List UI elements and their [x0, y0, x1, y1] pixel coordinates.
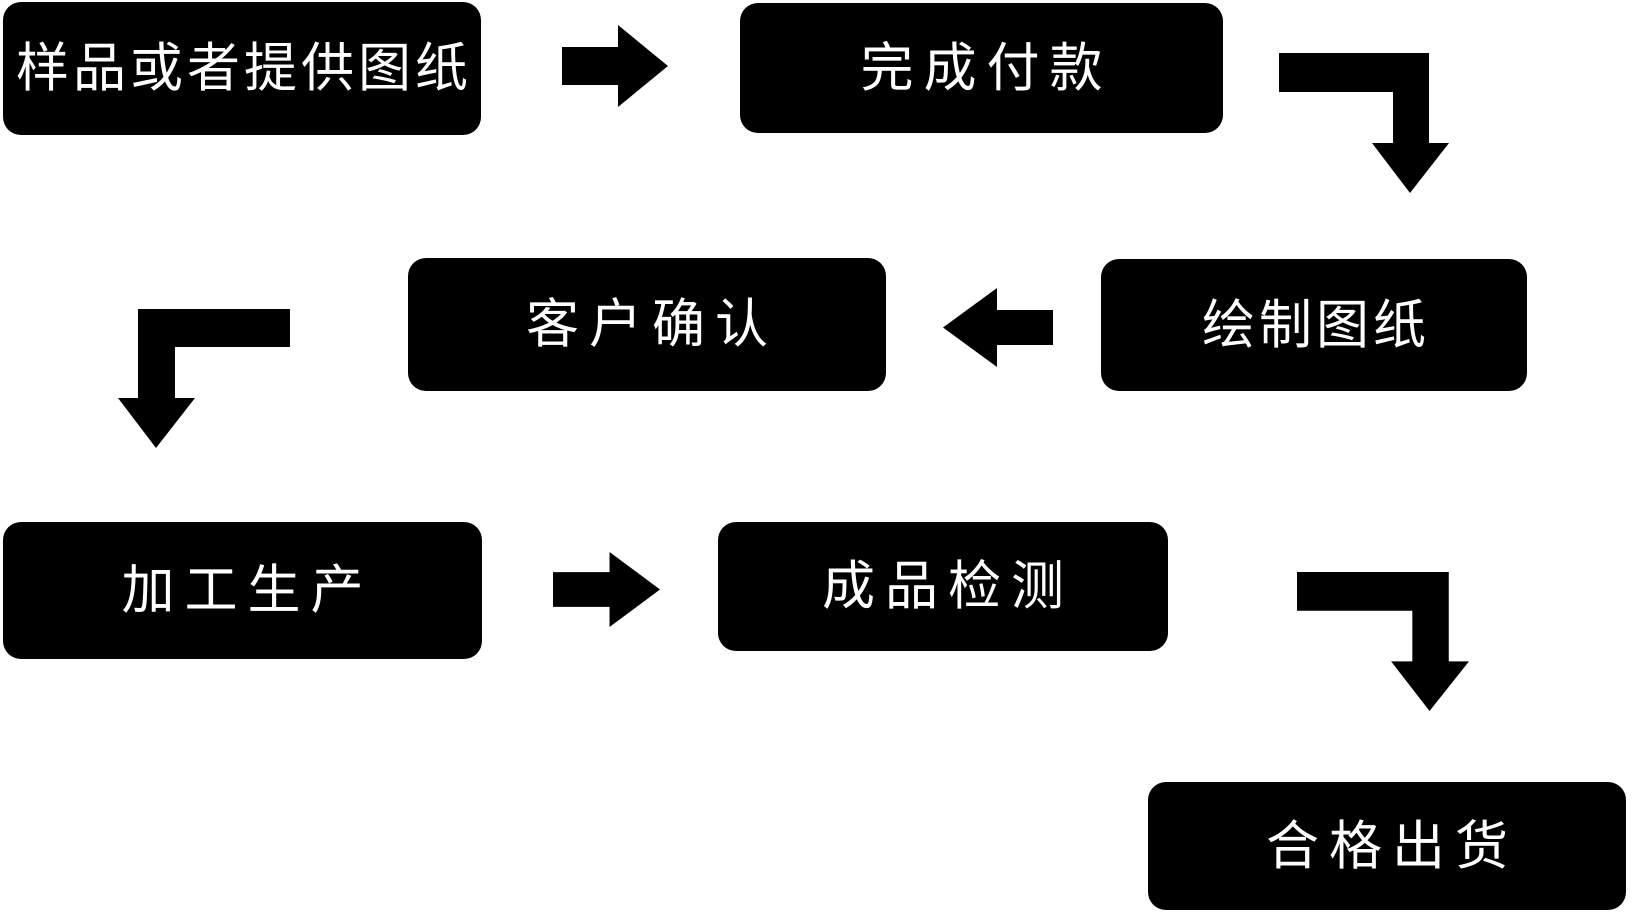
- node-label-product-inspection: 成品检测: [822, 556, 1074, 617]
- arrow-elbow-right-down-icon: [1297, 572, 1469, 711]
- flow-node-complete-payment: 完成付款: [740, 3, 1223, 133]
- node-label-sample-or-drawing: 样品或者提供图纸: [16, 38, 472, 99]
- flow-node-draw-drawings: 绘制图纸: [1101, 259, 1527, 391]
- arrow-right-icon: [553, 552, 660, 627]
- arrow-elbow-right-down-icon: [1279, 53, 1449, 193]
- node-label-complete-payment: 完成付款: [860, 37, 1113, 99]
- flow-node-sample-or-drawing: 样品或者提供图纸: [3, 2, 481, 135]
- flow-node-product-inspection: 成品检测: [718, 522, 1168, 651]
- flow-node-processing-production: 加工生产: [3, 522, 482, 659]
- arrow-right-icon: [562, 25, 668, 107]
- flow-node-customer-confirmation: 客户确认: [408, 258, 886, 391]
- node-label-draw-drawings: 绘制图纸: [1202, 294, 1430, 356]
- arrow-left-icon: [943, 288, 1053, 367]
- flow-node-qualified-shipment: 合格出货: [1148, 782, 1626, 910]
- node-label-customer-confirmation: 客户确认: [526, 294, 778, 355]
- node-label-qualified-shipment: 合格出货: [1266, 815, 1518, 877]
- node-label-processing-production: 加工生产: [121, 560, 374, 621]
- arrow-elbow-left-down-icon: [118, 309, 290, 448]
